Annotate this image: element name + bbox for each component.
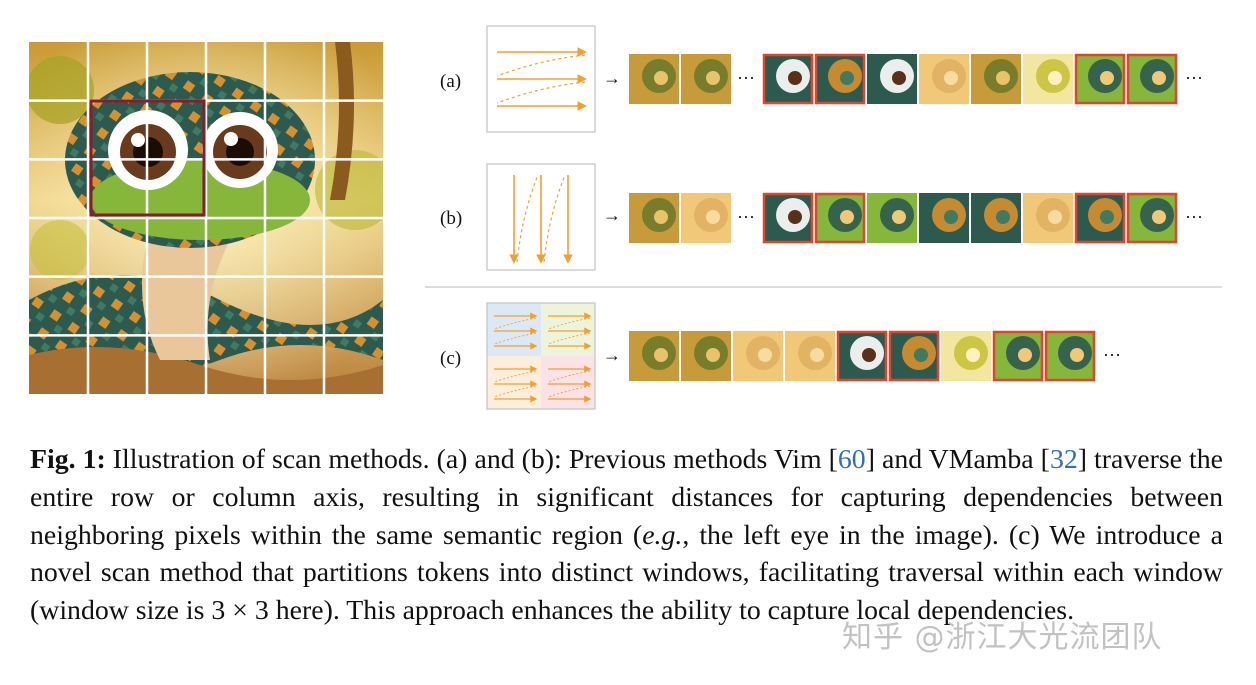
caption-text-1: Illustration of scan methods. (a) and (b… <box>105 444 838 475</box>
caption-eg: e.g. <box>642 519 683 551</box>
arrow-a: → <box>603 68 621 88</box>
image-token <box>629 193 679 243</box>
image-token <box>814 192 866 244</box>
image-token <box>867 54 917 104</box>
image-token <box>836 330 888 382</box>
image-token <box>681 193 731 243</box>
image-token <box>814 53 866 105</box>
image-token <box>629 54 679 104</box>
image-token <box>1126 53 1178 105</box>
image-token <box>1074 192 1126 244</box>
scan-diagram-b <box>486 163 596 271</box>
arrow-b: → <box>603 205 621 225</box>
image-token <box>629 331 679 381</box>
image-token <box>992 330 1044 382</box>
token-sequence-c: ··· <box>629 330 1121 382</box>
image-token <box>733 331 783 381</box>
row-label-b: (b) <box>440 208 462 229</box>
image-token <box>867 193 917 243</box>
row-label-a: (a) <box>440 71 461 92</box>
image-token <box>971 193 1021 243</box>
ellipsis: ··· <box>1185 207 1203 227</box>
image-token <box>762 53 814 105</box>
image-token <box>971 54 1021 104</box>
image-token <box>1044 330 1096 382</box>
scan-diagram-a <box>486 25 596 133</box>
snake-image <box>29 42 383 394</box>
image-token <box>1023 193 1073 243</box>
caption-text-3: ] traverse the entire row or column axis… <box>30 444 1223 551</box>
ellipsis: ··· <box>1103 345 1121 365</box>
scan-diagram-c <box>486 302 596 410</box>
image-token <box>941 331 991 381</box>
arrow-c: → <box>603 345 621 365</box>
image-token <box>1126 192 1178 244</box>
highlight-window <box>89 99 206 217</box>
row-label-c: (c) <box>440 348 461 369</box>
caption-text-4: , the left eye in the image). (c) We int… <box>30 519 1223 627</box>
figure-caption: Fig. 1: Illustration of scan methods. (a… <box>30 441 1223 630</box>
image-token <box>681 54 731 104</box>
image-token <box>1074 53 1126 105</box>
citation-link-60[interactable]: 60 <box>837 444 866 475</box>
image-token <box>888 330 940 382</box>
token-sequence-b: ··· ··· <box>629 192 1203 244</box>
caption-label: Fig. 1: <box>30 444 106 475</box>
image-token <box>919 54 969 104</box>
ellipsis: ··· <box>737 207 755 227</box>
image-token <box>1023 54 1073 104</box>
image-token <box>762 192 814 244</box>
figure-illustration: (a) (b) (c) → → → ··· ··· ··· ··· ··· <box>29 25 1222 410</box>
image-token <box>785 331 835 381</box>
image-token <box>681 331 731 381</box>
ellipsis: ··· <box>737 68 755 88</box>
caption-text-2: ] and VMamba [ <box>865 444 1050 475</box>
ellipsis: ··· <box>1185 68 1203 88</box>
watermark: 知乎 @浙江大光流团队 <box>842 620 1163 655</box>
image-token <box>919 193 969 243</box>
token-sequence-a: ··· ··· <box>629 53 1203 105</box>
citation-link-32[interactable]: 32 <box>1049 444 1078 475</box>
